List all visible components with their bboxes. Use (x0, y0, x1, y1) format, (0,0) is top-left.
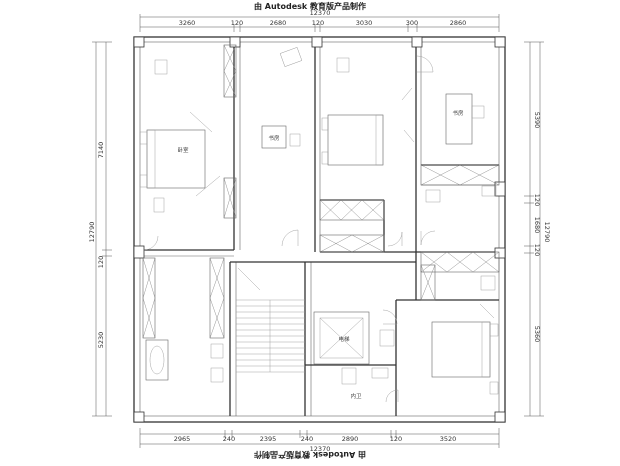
dim-bottom-6: 120 (390, 435, 402, 443)
bed-upper-right (321, 114, 384, 166)
bed-lower-right (431, 321, 499, 395)
right-dimension-chain: 5390 120 1680 120 5360 12790 (524, 41, 551, 417)
interior-walls (140, 42, 499, 416)
dim-top-6: 300 (406, 19, 418, 27)
dim-bottom-4: 240 (301, 435, 313, 443)
dim-top-3: 2680 (270, 19, 287, 27)
top-dimension-chain: 12370 3260 120 2680 120 3030 300 2860 (139, 9, 500, 32)
dim-bottom-7: 3520 (440, 435, 457, 443)
dim-top-7: 2860 (450, 19, 467, 27)
dim-left-2: 120 (97, 256, 105, 268)
room-label-elevator: 电梯 (338, 335, 350, 343)
dim-left-1: 7140 (97, 142, 105, 159)
dim-right-2: 120 (533, 194, 541, 206)
misc-chairs (154, 57, 497, 291)
dim-top-5: 3030 (356, 19, 373, 27)
bed-left (139, 129, 206, 213)
dim-bottom-total: 12370 (310, 445, 331, 453)
dim-right-4: 120 (533, 244, 541, 256)
study-left-furniture (261, 47, 303, 149)
dim-left-total: 12790 (88, 222, 96, 243)
watermark-top: 由 Autodesk 教育版产品制作 (254, 1, 366, 11)
dim-bottom-5: 2890 (342, 435, 359, 443)
study-right-furniture (445, 93, 485, 145)
room-label-bathroom: 内卫 (350, 392, 362, 400)
dim-bottom-1: 2965 (174, 435, 191, 443)
light-lines (189, 87, 495, 319)
left-dimension-chain: 7140 120 5230 12790 (88, 41, 112, 417)
elevator-shaft (313, 311, 370, 365)
wardrobes (142, 44, 500, 339)
dim-top-total: 12370 (310, 9, 331, 17)
dim-left-3: 5230 (97, 332, 105, 349)
dim-bottom-3: 2395 (260, 435, 277, 443)
dim-right-total: 12790 (543, 222, 551, 243)
bottom-dimension-chain: 2965 240 2395 240 2890 120 3520 12370 (139, 428, 500, 453)
watermark-bottom: 由 Autodesk 教育版产品制作 (254, 450, 366, 460)
bathroom-fixtures (145, 189, 441, 385)
dim-right-3: 1680 (533, 217, 541, 234)
room-label-bedroom: 卧室 (177, 146, 189, 154)
staircase (236, 299, 305, 373)
room-label-study-left: 书房 (268, 134, 280, 142)
room-label-study-right: 书房 (452, 109, 464, 117)
dim-right-5: 5360 (533, 326, 541, 343)
dim-top-2: 120 (231, 19, 243, 27)
dim-top-4: 120 (312, 19, 324, 27)
structural-columns (133, 36, 506, 423)
dim-right-1: 5390 (533, 112, 541, 129)
dim-bottom-2: 240 (223, 435, 235, 443)
door-swings (143, 55, 436, 403)
dim-top-1: 3260 (179, 19, 196, 27)
